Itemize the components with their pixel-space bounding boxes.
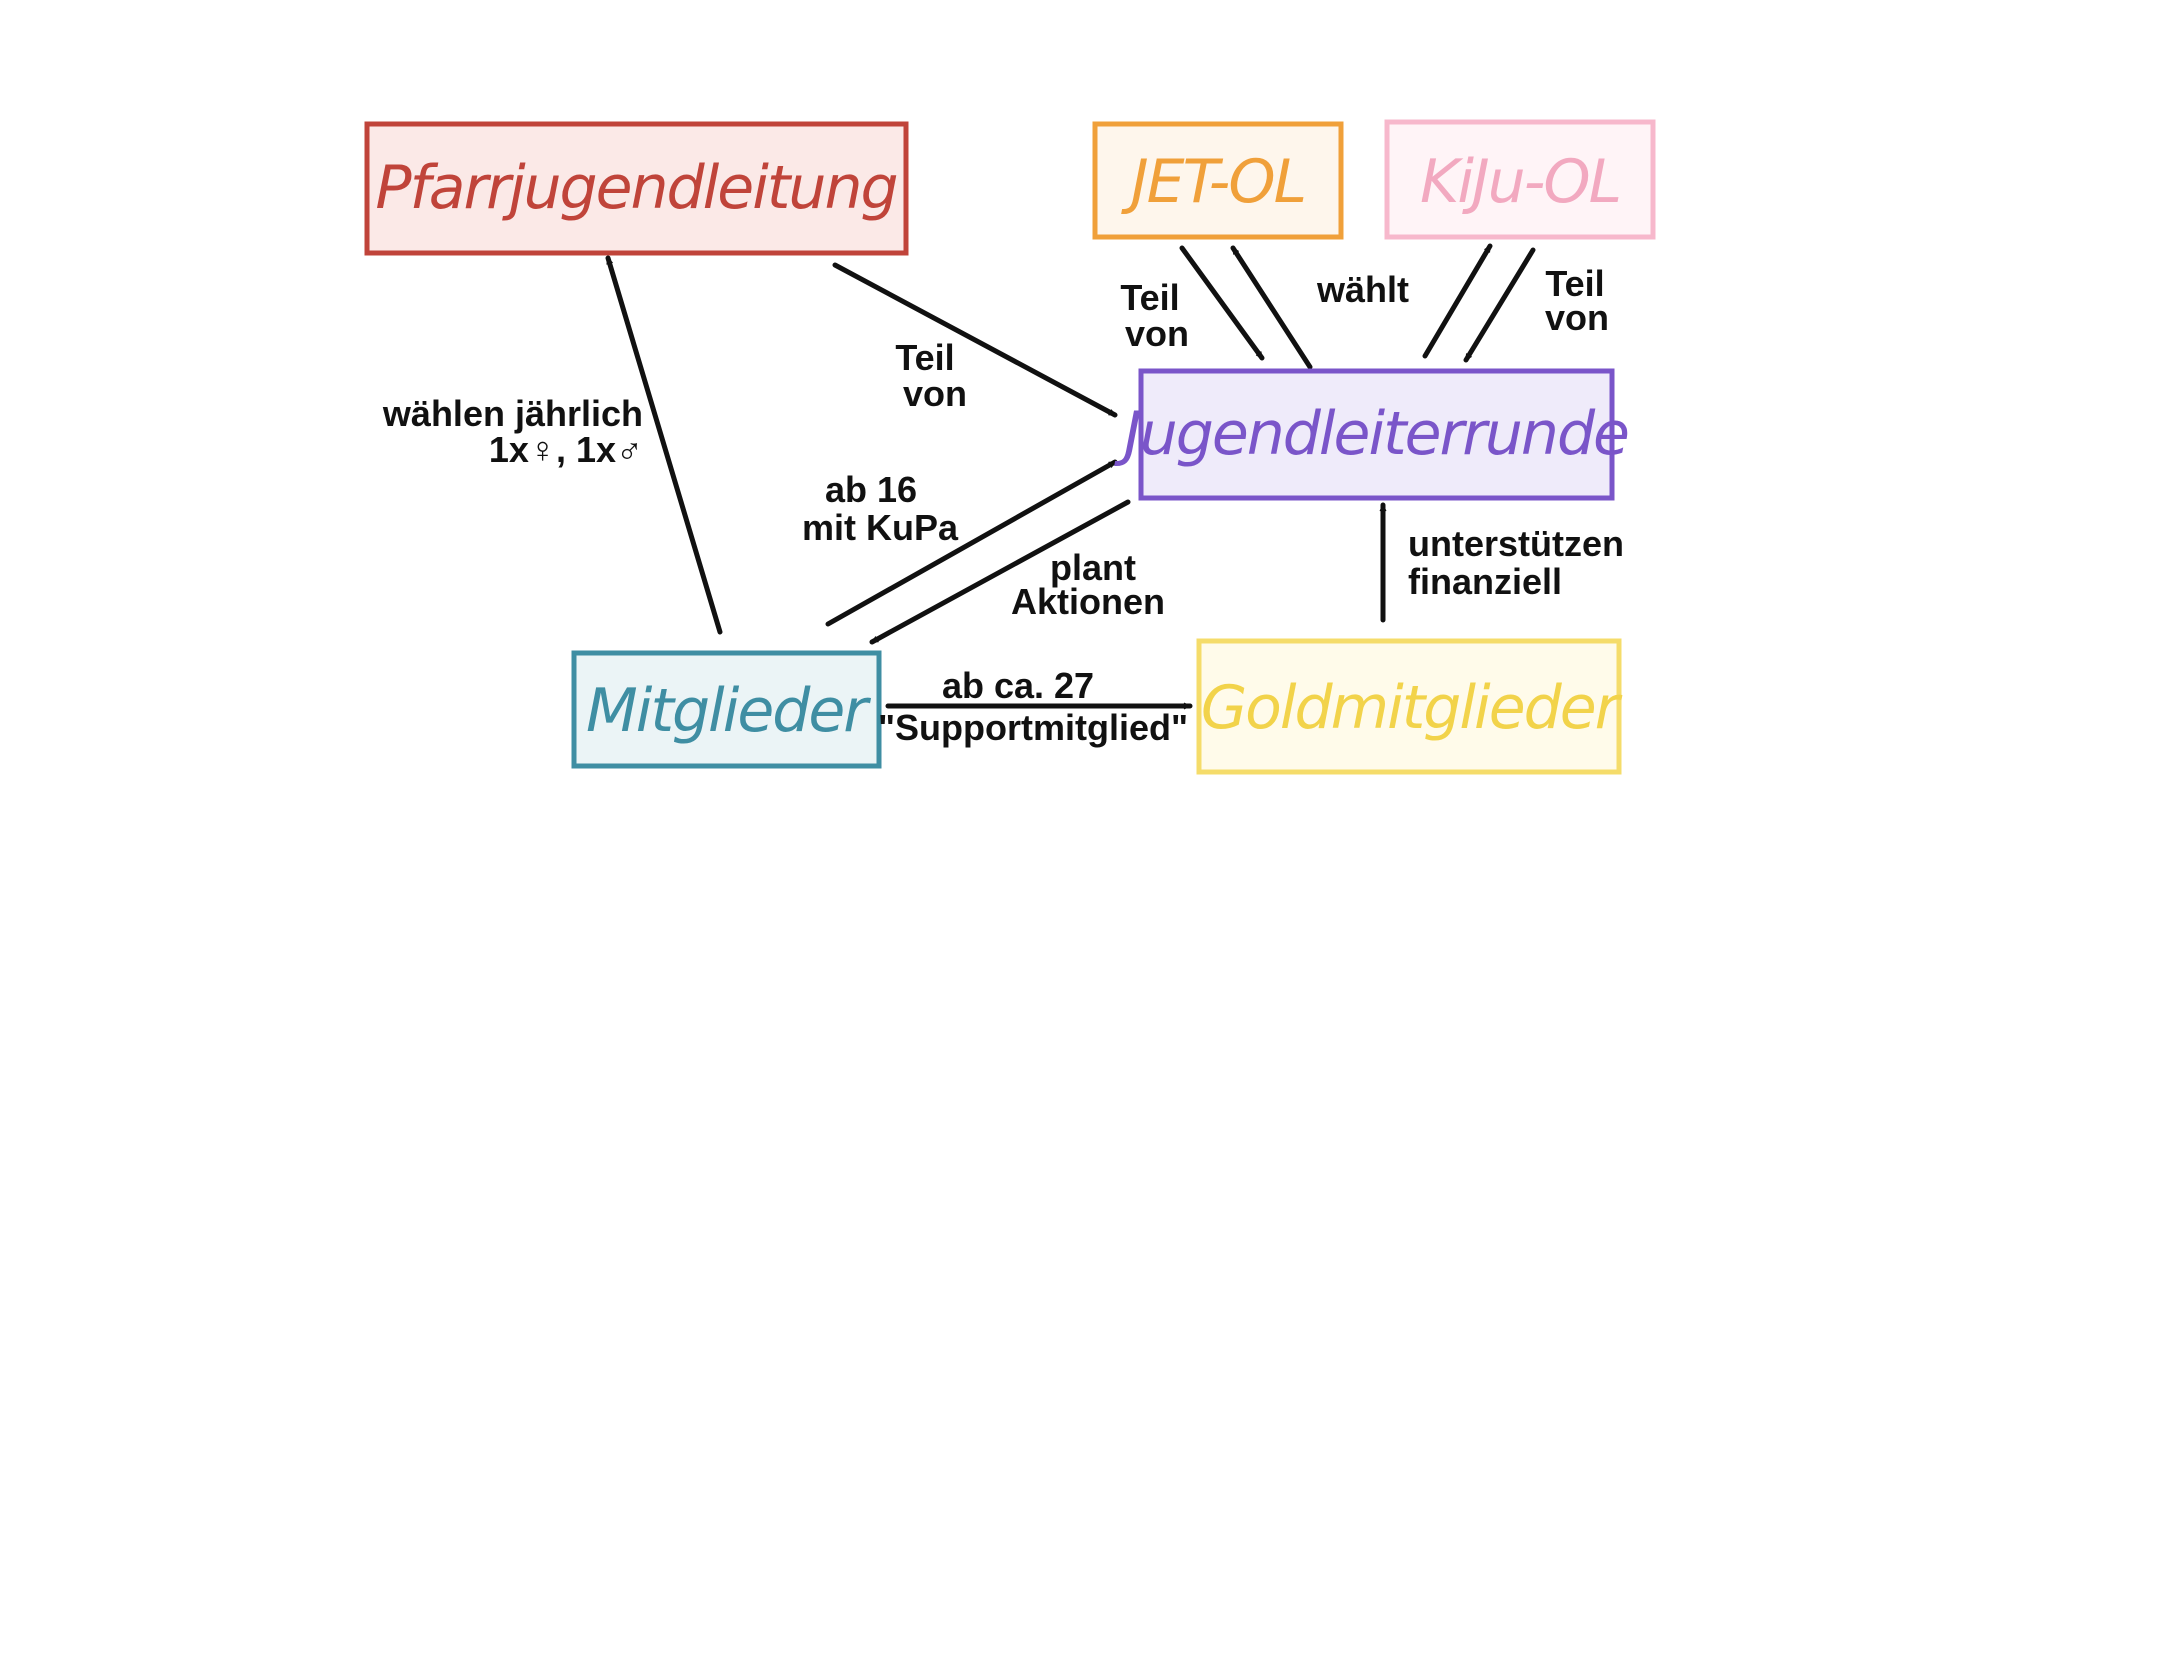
edge-pfarrjugendleitung-to-jugendleiterrunde — [832, 262, 1118, 418]
node-jugendleiterrunde-label: Jugendleiterrunde — [1114, 399, 1628, 469]
edge-label-waehlt: wählt — [1316, 269, 1409, 310]
edge-label-ab16-line2: mit KuPa — [802, 507, 959, 548]
node-jet-ol: JET-OL — [1092, 121, 1344, 240]
node-pfarrjugendleitung-border — [364, 121, 909, 256]
node-kiju-ol-box — [1387, 122, 1653, 237]
node-mitglieder-label: Mitglieder — [586, 676, 871, 746]
node-pfarrjugendleitung: Pfarrjugendleitung — [364, 121, 909, 256]
node-kiju-ol: KiJu-OL — [1384, 119, 1656, 240]
edge-label-waehlen-line1: wählen jährlich — [382, 393, 643, 434]
edge-label-teil-von-pfarr-line1: Teil — [895, 337, 954, 378]
edge-jet-ol-to-jugendleiterrunde — [1179, 245, 1265, 361]
edge-kiju-ol-to-jugendleiterrunde — [1463, 247, 1536, 363]
edge-mitglieder-to-jugendleiterrunde — [825, 459, 1118, 627]
edge-jugendleiterrunde-to-mitglieder — [869, 499, 1131, 645]
edge-jugendleiterrunde-to-jet-ol — [1230, 245, 1313, 370]
node-goldmitglieder: Goldmitglieder — [1196, 638, 1625, 775]
node-jet-ol-border — [1092, 121, 1344, 240]
edge-label-plant-line2: Aktionen — [1011, 581, 1165, 622]
edge-label-teil-von-jet-line1: Teil — [1120, 277, 1179, 318]
node-mitglieder: Mitglieder — [571, 650, 882, 769]
edge-label-unterstuetzen-line2: finanziell — [1408, 561, 1562, 602]
edge-label-unterstuetzen-line1: unterstützen — [1408, 523, 1624, 564]
edge-label-teil-von-kiju-line2: von — [1545, 297, 1609, 338]
node-goldmitglieder-label: Goldmitglieder — [1201, 673, 1623, 743]
node-pfarrjugendleitung-label: Pfarrjugendleitung — [375, 153, 896, 223]
node-goldmitglieder-box — [1199, 641, 1619, 772]
edge-labels-layer: wählen jährlich 1x♀, 1x♂ Teil von Teil v… — [382, 263, 1624, 748]
node-mitglieder-box — [574, 653, 879, 766]
edge-mitglieder-to-pfarrjugendleitung — [605, 255, 723, 635]
node-kiju-ol-label: KiJu-OL — [1420, 147, 1620, 217]
node-jet-ol-label: JET-OL — [1121, 147, 1305, 217]
edges-layer — [605, 243, 1536, 710]
node-jugendleiterrunde: Jugendleiterrunde — [1114, 368, 1630, 501]
edge-label-teil-von-kiju-line1: Teil — [1545, 263, 1604, 304]
edge-label-ab27-line2: "Supportmitglied" — [878, 707, 1188, 748]
edge-label-teil-von-pfarr-line2: von — [903, 373, 967, 414]
node-jet-ol-box — [1095, 124, 1341, 237]
edge-label-ab16-line1: ab 16 — [825, 469, 917, 510]
edge-label-ab27-line1: ab ca. 27 — [942, 665, 1094, 706]
edge-label-teil-von-jet-line2: von — [1125, 313, 1189, 354]
node-goldmitglieder-border — [1196, 638, 1622, 775]
edge-label-waehlen-line2: 1x♀, 1x♂ — [489, 429, 643, 470]
node-pfarrjugendleitung-box — [367, 124, 906, 253]
node-mitglieder-border — [571, 650, 882, 769]
edge-label-plant-line1: plant — [1050, 547, 1136, 588]
node-kiju-ol-border — [1384, 119, 1656, 240]
node-jugendleiterrunde-border — [1138, 368, 1615, 501]
node-jugendleiterrunde-box — [1141, 371, 1612, 498]
edge-jugendleiterrunde-to-kiju-ol — [1422, 243, 1493, 359]
